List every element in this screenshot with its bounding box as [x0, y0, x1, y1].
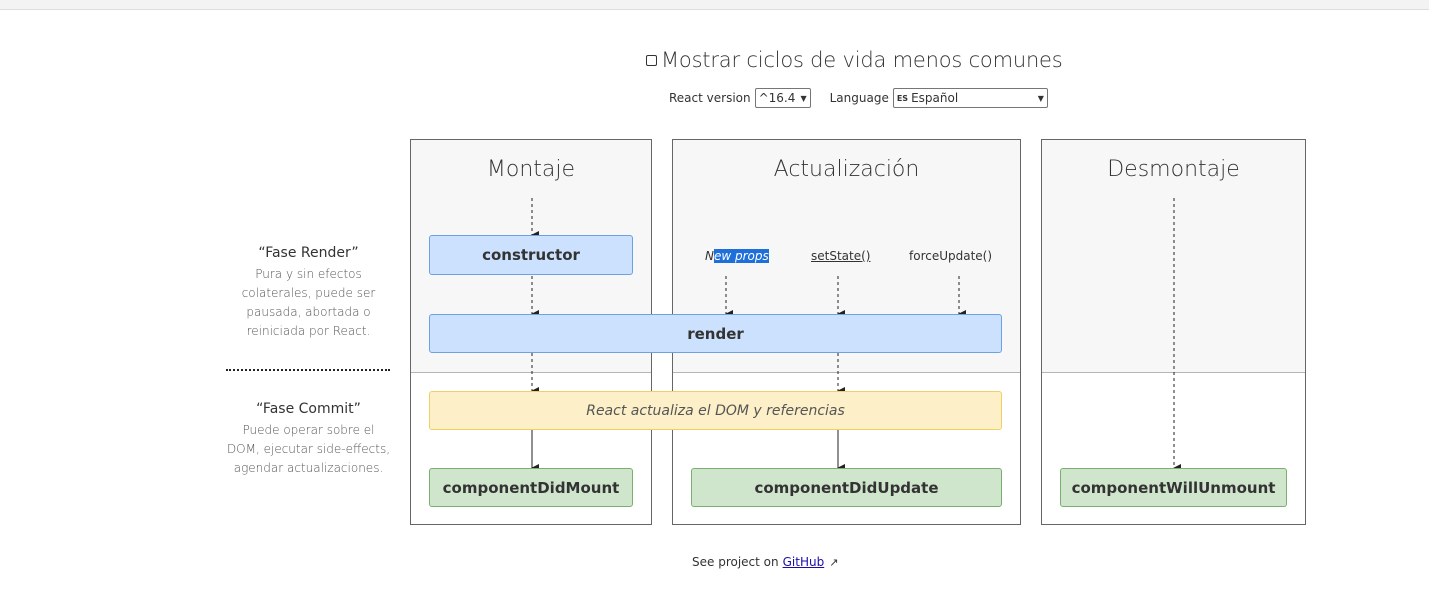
component-did-update-box[interactable]: componentDidUpdate: [691, 468, 1002, 507]
lifecycles-toggle-label: Mostrar ciclos de vida menos comunes: [661, 48, 1063, 72]
constructor-label: constructor: [482, 246, 580, 264]
version-language-controls: React version ^16.4 ▼ Language ES Españo…: [669, 86, 1048, 110]
external-link-icon: ↗: [829, 555, 839, 569]
language-label: Language: [829, 91, 889, 105]
react-version-value: ^16.4: [758, 91, 796, 105]
updating-title: Actualización: [773, 157, 920, 182]
component-did-mount-box[interactable]: componentDidMount: [429, 468, 633, 507]
chevron-down-icon: ▼: [1037, 93, 1044, 103]
react-version-label: React version: [669, 91, 751, 105]
less-common-lifecycles-toggle[interactable]: Mostrar ciclos de vida menos comunes: [646, 44, 1086, 76]
commit-phase-description: Puede operar sobre el DOM, ejecutar side…: [226, 423, 391, 475]
render-label: render: [687, 324, 744, 343]
browser-top-strip: [0, 0, 1429, 10]
component-will-unmount-box[interactable]: componentWillUnmount: [1060, 468, 1287, 507]
language-value: Español: [911, 91, 959, 105]
new-props-trigger[interactable]: New props: [705, 249, 769, 263]
did-update-label: componentDidUpdate: [754, 478, 939, 497]
commit-phase-info: “Fase Commit” Puede operar sobre el DOM,…: [226, 401, 391, 478]
dom-update-label: React actualiza el DOM y referencias: [586, 402, 845, 419]
lifecycles-checkbox[interactable]: [646, 54, 657, 66]
render-box[interactable]: render: [429, 314, 1002, 353]
dom-update-box: React actualiza el DOM y referencias: [429, 391, 1002, 430]
new-props-prefix: N: [705, 249, 714, 263]
footer-text: See project on: [692, 555, 779, 569]
react-version-select[interactable]: ^16.4 ▼: [754, 88, 811, 108]
did-mount-label: componentDidMount: [442, 478, 620, 497]
set-state-link[interactable]: setState(): [811, 249, 871, 263]
commit-phase-title: “Fase Commit”: [256, 401, 361, 417]
render-phase-description: Pura y sin efectos colaterales, puede se…: [241, 267, 376, 338]
mounting-title: Montaje: [486, 157, 576, 182]
render-phase-info: “Fase Render” Pura y sin efectos colater…: [226, 245, 391, 341]
flag-icon: ES: [896, 93, 909, 103]
constructor-box[interactable]: constructor: [429, 235, 633, 275]
new-props-selected-text: ew props: [713, 249, 769, 263]
unmounting-title: Desmontaje: [1107, 157, 1240, 182]
github-link[interactable]: GitHub: [782, 555, 825, 569]
language-select[interactable]: ES Español ▼: [892, 88, 1048, 108]
phase-divider: [226, 369, 390, 371]
footer: See project on GitHub ↗: [692, 555, 838, 569]
force-update-trigger: forceUpdate(): [909, 249, 993, 263]
will-unmount-label: componentWillUnmount: [1071, 478, 1276, 497]
render-phase-title: “Fase Render”: [258, 245, 359, 261]
chevron-down-icon: ▼: [800, 93, 807, 103]
